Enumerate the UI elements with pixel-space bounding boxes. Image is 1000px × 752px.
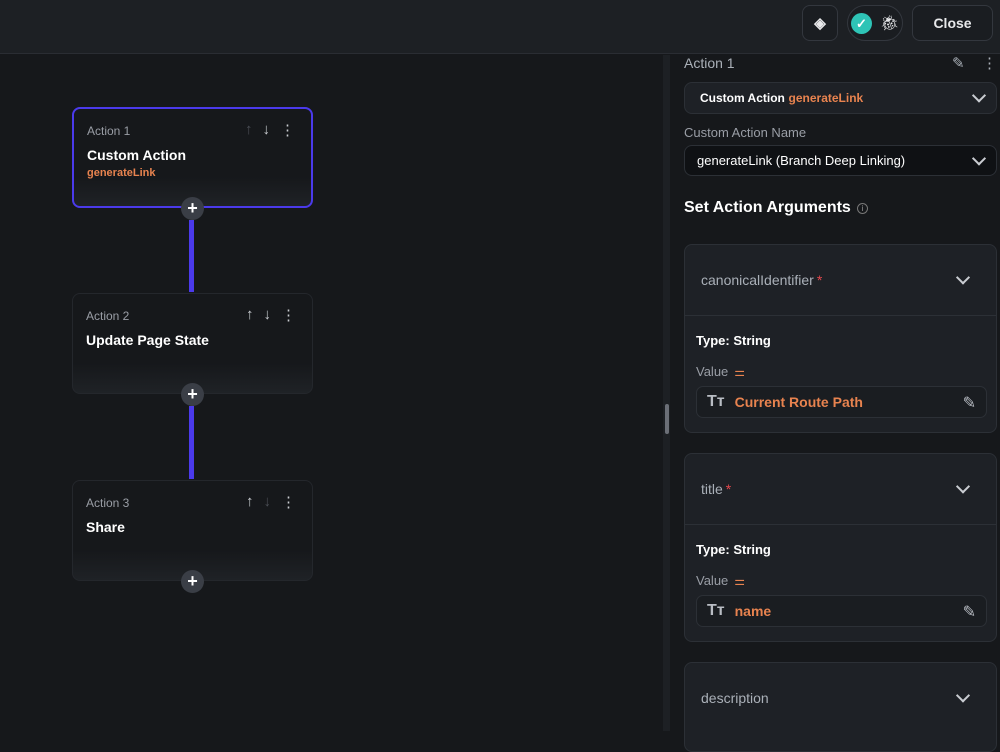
more-icon[interactable]: ⋮ xyxy=(281,494,296,511)
more-icon[interactable]: ⋮ xyxy=(280,122,295,139)
more-icon[interactable]: ⋮ xyxy=(982,55,997,72)
variable-icon[interactable]: ⚌ xyxy=(734,364,746,379)
info-icon[interactable]: i xyxy=(856,202,868,214)
move-down-icon[interactable]: ↓ xyxy=(263,306,272,323)
resize-handle[interactable] xyxy=(665,404,669,434)
action-title: Share xyxy=(86,519,125,535)
debug-toggle[interactable]: ✓ 🐞︎ xyxy=(847,5,903,41)
chevron-down-icon xyxy=(955,479,971,494)
action-label: Action 3 xyxy=(86,496,130,510)
move-down-icon: ↓ xyxy=(263,493,272,510)
custom-action-name-select[interactable]: generateLink (Branch Deep Linking) xyxy=(684,145,997,176)
value-text: Current Route Path xyxy=(734,394,863,410)
move-down-icon[interactable]: ↓ xyxy=(262,121,271,138)
required-marker: * xyxy=(816,272,823,288)
move-up-icon: ↑ xyxy=(245,121,253,138)
argument-header[interactable]: title* xyxy=(685,454,996,524)
add-action-button[interactable]: + xyxy=(181,197,204,220)
variable-icon[interactable]: ⚌ xyxy=(734,573,746,588)
action-card-3[interactable]: Action 3 ↑ ↓ ⋮ Share xyxy=(72,480,313,581)
action-type: Custom Action xyxy=(700,91,785,105)
panel-divider[interactable] xyxy=(663,55,670,731)
edit-icon[interactable]: ✎ xyxy=(952,55,965,72)
argument-card: description xyxy=(684,662,997,752)
action-title: Update Page State xyxy=(86,332,209,348)
edit-icon[interactable]: ✎ xyxy=(962,604,976,621)
argument-type: Type: String xyxy=(696,333,771,348)
bug-icon: 🐞︎ xyxy=(879,15,900,32)
close-button[interactable]: Close xyxy=(912,5,993,41)
chevron-down-icon xyxy=(955,270,971,285)
chevron-down-icon xyxy=(971,150,987,166)
custom-action-name-label: Custom Action Name xyxy=(684,125,807,140)
action-title: Custom Action xyxy=(87,147,187,163)
move-up-icon[interactable]: ↑ xyxy=(246,493,254,510)
action-card-1[interactable]: Action 1 ↑ ↓ ⋮ Custom Action generateLink xyxy=(72,107,313,208)
action-type-name: generateLink xyxy=(788,91,864,105)
argument-name: canonicalIdentifier xyxy=(701,272,814,288)
top-bar: ◈ ✓ 🐞︎ Close xyxy=(0,0,1000,54)
ar-button[interactable]: ◈ xyxy=(802,5,838,41)
edit-icon[interactable]: ✎ xyxy=(962,395,976,412)
move-up-icon[interactable]: ↑ xyxy=(246,306,254,323)
value-label: Value xyxy=(696,364,729,379)
connector-line xyxy=(189,220,194,292)
action-type-dropdown[interactable]: Custom Action generateLink xyxy=(684,82,997,114)
argument-card: canonicalIdentifier* Type: String Value ⚌… xyxy=(684,244,997,433)
text-type-icon: Tт xyxy=(707,602,725,619)
panel-header: Action 1 xyxy=(684,55,735,71)
argument-header[interactable]: description xyxy=(685,663,996,733)
connector-line xyxy=(189,406,194,479)
value-label: Value xyxy=(696,573,729,588)
section-title: Set Action Arguments xyxy=(684,199,851,216)
chevron-down-icon xyxy=(955,688,971,703)
value-field[interactable]: Tт Current Route Path ✎ xyxy=(696,386,987,418)
action-card-2[interactable]: Action 2 ↑ ↓ ⋮ Update Page State xyxy=(72,293,313,394)
ar-icon: ◈ xyxy=(814,15,826,32)
action-subtitle: generateLink xyxy=(87,167,156,179)
text-type-icon: Tт xyxy=(707,393,725,410)
chevron-down-icon xyxy=(971,88,987,103)
argument-header[interactable]: canonicalIdentifier* xyxy=(685,245,996,315)
argument-name: description xyxy=(701,690,769,706)
required-marker: * xyxy=(725,481,732,497)
value-text: name xyxy=(734,603,772,619)
more-icon[interactable]: ⋮ xyxy=(281,307,296,324)
check-icon: ✓ xyxy=(850,12,872,34)
argument-name: title xyxy=(701,481,723,497)
action-label: Action 1 xyxy=(87,124,131,138)
custom-action-name-value: generateLink (Branch Deep Linking) xyxy=(697,153,906,168)
argument-type: Type: String xyxy=(696,542,771,557)
action-label: Action 2 xyxy=(86,309,130,323)
add-action-button[interactable]: + xyxy=(181,570,204,593)
add-action-button[interactable]: + xyxy=(181,383,204,406)
